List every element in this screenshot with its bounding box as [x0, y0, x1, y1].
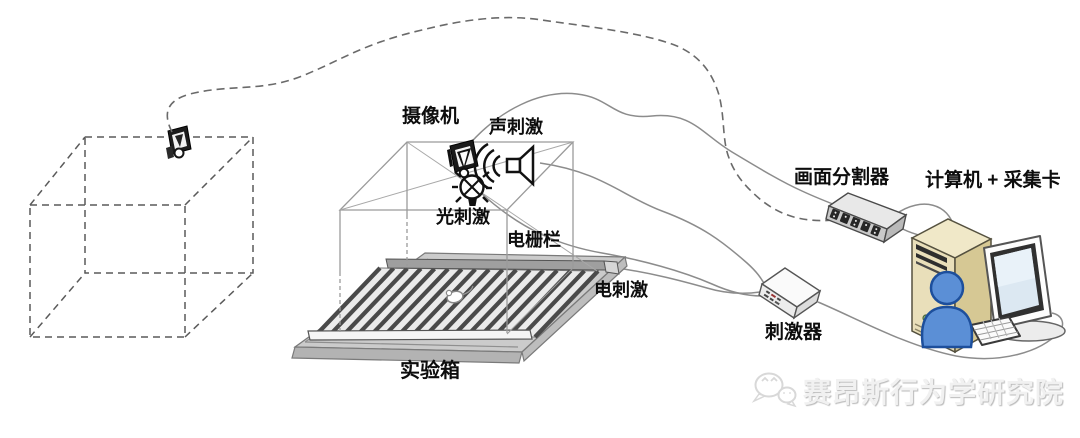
watermark-text: 赛昂斯行为学研究院: [803, 377, 1065, 408]
camera-cable-dashed: [166, 16, 836, 222]
label-computer-acquisition: 计算机 + 采集卡: [925, 170, 1061, 191]
monitor: [983, 235, 1052, 330]
label-camera: 摄像机: [402, 106, 460, 127]
cable-light-to-stimulator: [479, 191, 763, 297]
label-electric-stimulus: 电刺激: [594, 280, 648, 300]
video-splitter-ports: [829, 208, 881, 237]
wechat-icon: [751, 372, 797, 408]
light-bulb-icon: [452, 171, 492, 206]
cable-grid-to-stimulator: [616, 267, 761, 294]
cables: [465, 92, 1064, 360]
drive-slot: [916, 244, 947, 263]
video-splitter-device: [825, 192, 908, 244]
label-electric-grid: 电栅栏: [507, 230, 561, 250]
ceiling-camera-icon: [166, 125, 192, 159]
drive-slot: [916, 253, 947, 271]
grid-floor: [307, 258, 620, 341]
cable-stimulator-to-computer: [817, 301, 1064, 360]
dashed-cube: [29, 136, 254, 338]
grid-rail-end-connector: [603, 260, 620, 275]
grid-rail-bottom: [307, 329, 533, 341]
label-light-stimulus: 光刺激: [436, 207, 490, 227]
keyboard: [970, 316, 1021, 346]
camera-icon: [447, 139, 479, 179]
cable-speaker-to-stimulator: [539, 162, 766, 286]
label-video-splitter: 画面分割器: [794, 167, 890, 188]
mouse-figure: [445, 285, 474, 304]
label-sound-stimulus: 声刺激: [489, 117, 543, 137]
grid-bars: [315, 266, 600, 339]
experiment-box-wireframe: [338, 141, 598, 335]
person-figure: [920, 270, 974, 349]
label-stimulator: 刺激器: [765, 322, 823, 343]
speaker-icon: [473, 142, 535, 190]
label-experiment-box: 实验箱: [400, 360, 460, 382]
cable-box-camera-to-splitter: [465, 92, 844, 209]
drive-slot: [916, 261, 940, 275]
stimulator-controls: [763, 290, 782, 306]
